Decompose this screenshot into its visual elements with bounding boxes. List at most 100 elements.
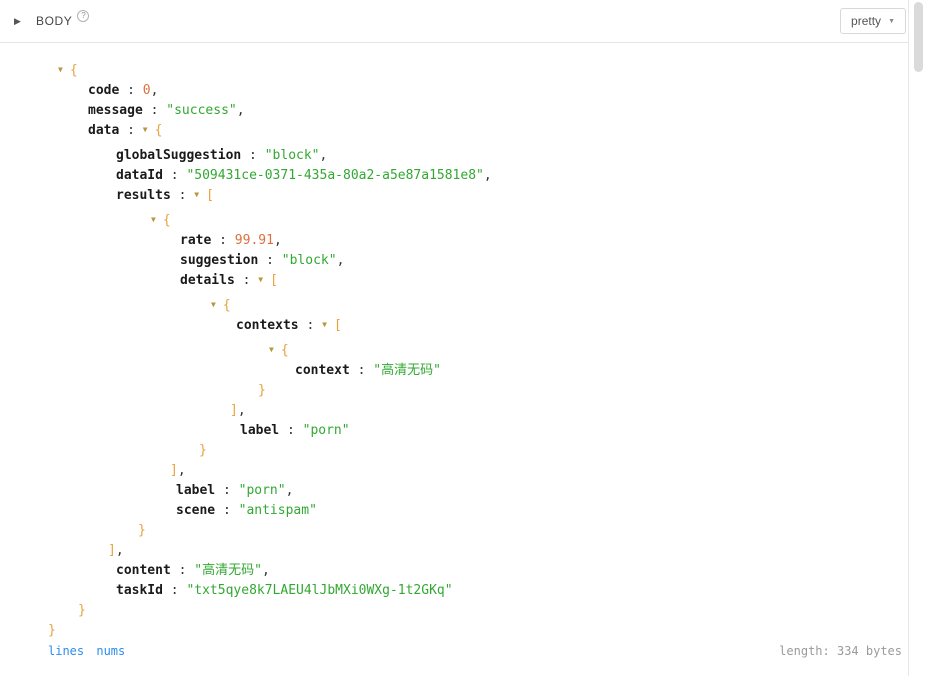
json-key: code: [88, 83, 120, 98]
json-punct: ,: [319, 148, 328, 163]
json-line: dataId : "509431ce-0371-435a-80a2-a5e87a…: [48, 166, 904, 186]
json-punct: :: [298, 318, 323, 333]
json-line: }: [48, 381, 904, 401]
json-key: scene: [176, 503, 216, 518]
json-key: message: [88, 103, 143, 118]
body-section-header: ▶ BODY ? pretty ▼: [0, 0, 908, 43]
collapse-toggle-icon[interactable]: ▼: [211, 300, 216, 309]
json-line: ▼{: [48, 341, 904, 361]
json-punct: :: [349, 363, 374, 378]
json-string: "高清无码": [194, 563, 262, 578]
json-brace: }: [48, 623, 56, 638]
json-punct: :: [162, 583, 187, 598]
json-line: contexts : ▼[: [48, 316, 904, 336]
collapse-toggle-icon[interactable]: ▼: [142, 125, 148, 134]
json-key: suggestion: [180, 253, 259, 268]
json-string: "block": [281, 253, 337, 268]
json-line: details : ▼[: [48, 271, 904, 291]
json-key: label: [176, 483, 216, 498]
json-punct: :: [170, 188, 195, 203]
json-line: ],: [48, 401, 904, 421]
json-punct: :: [162, 168, 187, 183]
json-punct: :: [215, 483, 239, 498]
scrollbar-track[interactable]: [908, 0, 930, 676]
lines-toggle-link[interactable]: lines: [48, 644, 85, 658]
json-punct: ,: [285, 483, 294, 498]
json-key: globalSuggestion: [116, 148, 242, 163]
json-viewer: ▼{code : 0,message : "success",data : ▼{…: [0, 43, 908, 658]
format-select-label: pretty: [851, 14, 882, 28]
json-string: "block": [264, 148, 320, 163]
json-key: details: [180, 273, 235, 288]
json-line: }: [48, 521, 904, 541]
json-string: "高清无码": [373, 363, 441, 378]
json-punct: :: [170, 563, 195, 578]
json-line: scene : "antispam": [48, 501, 904, 521]
json-string: "porn": [302, 423, 350, 438]
section-expand-icon[interactable]: ▶: [14, 15, 21, 26]
json-string: "509431ce-0371-435a-80a2-a5e87a1581e8": [186, 168, 484, 183]
format-select[interactable]: pretty ▼: [840, 8, 906, 34]
collapse-toggle-icon[interactable]: ▼: [194, 190, 200, 199]
json-punct: :: [241, 148, 265, 163]
json-tree: ▼{code : 0,message : "success",data : ▼{…: [48, 61, 904, 641]
json-punct: :: [258, 253, 282, 268]
json-key: context: [295, 363, 350, 378]
collapse-toggle-icon[interactable]: ▼: [58, 65, 63, 74]
footer-links: lines nums: [48, 644, 130, 658]
json-line: ▼{: [48, 61, 904, 81]
json-line: ▼{: [48, 296, 904, 316]
collapse-toggle-icon[interactable]: ▼: [258, 275, 264, 284]
json-line: suggestion : "block",: [48, 251, 904, 271]
json-line: rate : 99.91,: [48, 231, 904, 251]
json-line: taskId : "txt5qye8k7LAEU4lJbMXi0WXg-1t2G…: [48, 581, 904, 601]
json-string: "antispam": [238, 503, 317, 518]
json-line: ▼{: [48, 211, 904, 231]
json-line: }: [48, 441, 904, 461]
json-line: code : 0,: [48, 81, 904, 101]
json-bracket: [: [333, 318, 342, 333]
collapse-toggle-icon[interactable]: ▼: [151, 215, 156, 224]
json-punct: ,: [150, 83, 159, 98]
json-brace: }: [199, 443, 207, 458]
json-bracket: ]: [108, 543, 116, 558]
json-string: "porn": [238, 483, 286, 498]
section-title: BODY: [36, 14, 73, 28]
json-key: dataId: [116, 168, 163, 183]
json-punct: :: [234, 273, 259, 288]
json-brace: }: [258, 383, 266, 398]
json-line: content : "高清无码",: [48, 561, 904, 581]
json-line: }: [48, 601, 904, 621]
json-brace: }: [78, 603, 86, 618]
collapse-toggle-icon[interactable]: ▼: [269, 345, 274, 354]
json-punct: ,: [115, 543, 124, 558]
scrollbar-thumb[interactable]: [914, 2, 923, 72]
json-punct: :: [119, 83, 143, 98]
nums-toggle-link[interactable]: nums: [96, 644, 126, 658]
json-line: ],: [48, 461, 904, 481]
json-punct: :: [279, 423, 303, 438]
viewer-footer: lines nums length: 334 bytes: [48, 644, 904, 658]
json-line: results : ▼[: [48, 186, 904, 206]
json-key: rate: [180, 233, 212, 248]
json-punct: ,: [177, 463, 186, 478]
length-label: length: 334 bytes: [779, 644, 902, 658]
chevron-down-icon: ▼: [888, 17, 895, 25]
json-bracket: [: [206, 188, 214, 203]
json-punct: :: [119, 123, 143, 138]
json-key: data: [88, 123, 120, 138]
json-brace: {: [162, 213, 171, 228]
help-icon[interactable]: ?: [77, 10, 90, 22]
json-line: data : ▼{: [48, 121, 904, 141]
json-key: label: [240, 423, 280, 438]
json-line: globalSuggestion : "block",: [48, 146, 904, 166]
json-key: content: [116, 563, 171, 578]
json-punct: ,: [236, 103, 245, 118]
json-number: 0: [142, 83, 151, 98]
json-punct: :: [142, 103, 167, 118]
collapse-toggle-icon[interactable]: ▼: [322, 320, 327, 329]
json-line: message : "success",: [48, 101, 904, 121]
json-punct: ,: [237, 403, 246, 418]
json-line: ],: [48, 541, 904, 561]
json-line: label : "porn": [48, 421, 904, 441]
